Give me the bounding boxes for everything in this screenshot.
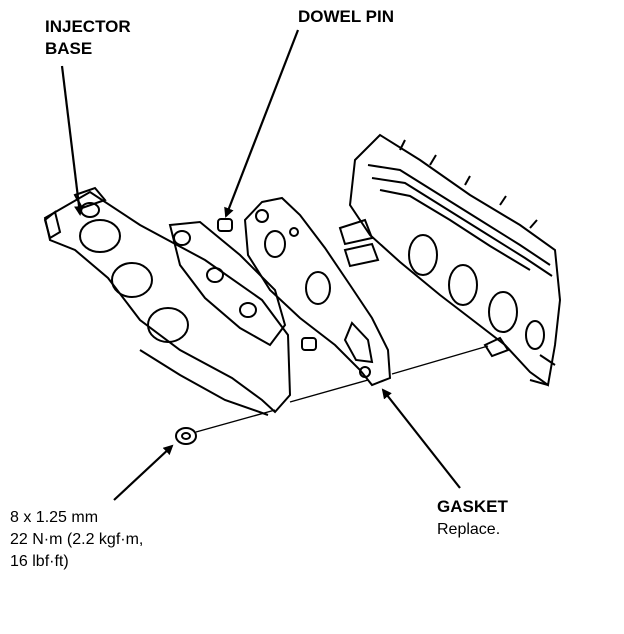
leader-arrows — [60, 29, 461, 501]
label-dowel-pin: DOWEL PIN — [298, 7, 395, 26]
label-bolt-spec-line1: 8 x 1.25 mm — [10, 509, 99, 526]
label-bolt-spec-line2: 22 N·m (2.2 kgf·m, — [10, 531, 144, 548]
injector-base — [43, 186, 292, 416]
arrow-dowel-pin — [224, 29, 300, 218]
arrow-bolt — [113, 444, 174, 501]
arrow-gasket — [381, 388, 461, 489]
label-injector-base-line1: INJECTOR — [45, 17, 131, 36]
label-injector-base-line2: BASE — [45, 39, 93, 58]
small-parts — [175, 218, 317, 445]
dowel-pin-lower — [301, 337, 317, 351]
label-gasket: GASKET — [437, 497, 508, 516]
alignment-lines — [195, 345, 489, 433]
dowel-pin-upper — [217, 218, 233, 232]
label-gasket-note: Replace. — [437, 521, 501, 538]
cylinder-head — [338, 133, 562, 387]
label-bolt-spec-line3: 16 lbf·ft) — [10, 553, 69, 570]
gasket — [243, 196, 392, 387]
arrow-injector-base — [60, 65, 84, 216]
